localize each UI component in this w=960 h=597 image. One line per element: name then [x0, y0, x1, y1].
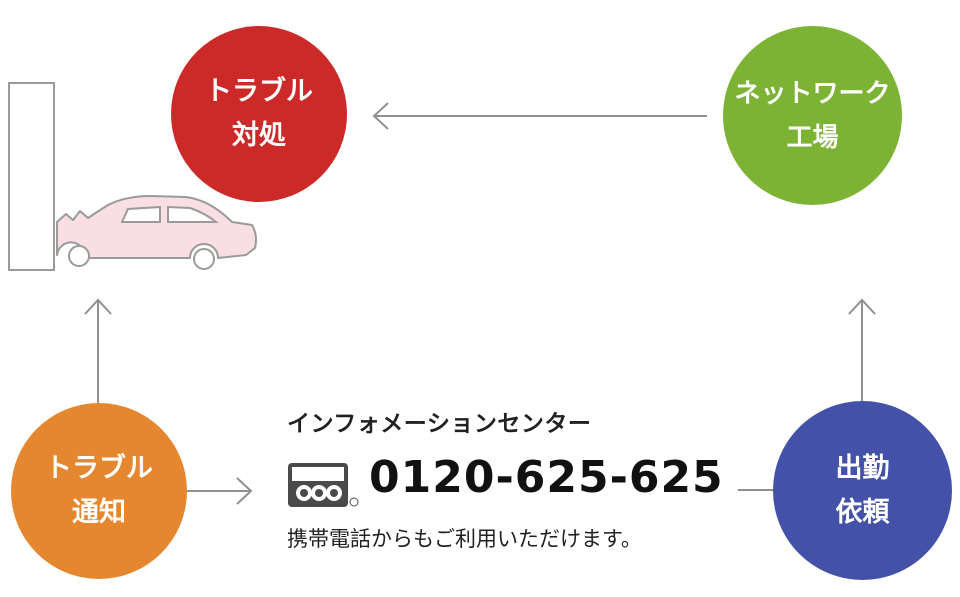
car-wheel-front — [68, 245, 90, 267]
phone-number[interactable]: 0120-625-625 — [369, 452, 724, 503]
node-dispatch-request-line2: 依頼 — [835, 496, 890, 528]
node-network-factory-line1: ネットワーク — [734, 78, 891, 109]
node-dispatch-request-line1: 出勤 — [835, 452, 890, 484]
node-trouble-notification-line1: トラブル — [45, 453, 153, 484]
car-window-front — [120, 205, 161, 223]
node-network-factory: ネットワーク 工場 — [723, 26, 902, 205]
info-center-title: インフォメーションセンター — [287, 411, 592, 437]
node-trouble-handling-line2: 対処 — [232, 120, 286, 151]
mobile-note: 携帯電話からもご利用いただけます。 — [287, 527, 642, 551]
arrow-dispatch-to-factory — [848, 298, 876, 401]
crashed-car-icon — [8, 82, 257, 271]
arrow-factory-to-handling — [372, 102, 707, 130]
node-trouble-handling: トラブル 対処 — [171, 26, 347, 202]
node-dispatch-request: 出勤 依頼 — [773, 401, 952, 580]
node-trouble-notification-line2: 通知 — [72, 497, 126, 528]
node-trouble-handling-line1: トラブル — [205, 76, 313, 107]
node-network-factory-line2: 工場 — [786, 122, 839, 153]
car-wheel-rear — [193, 248, 215, 270]
node-trouble-notification: トラブル 通知 — [11, 403, 187, 579]
arrow-notification-to-info — [187, 477, 253, 505]
freedial-icon — [288, 463, 359, 507]
car-window-rear — [167, 205, 219, 223]
wall-icon — [8, 82, 55, 271]
arrow-notification-to-crash — [84, 298, 112, 403]
